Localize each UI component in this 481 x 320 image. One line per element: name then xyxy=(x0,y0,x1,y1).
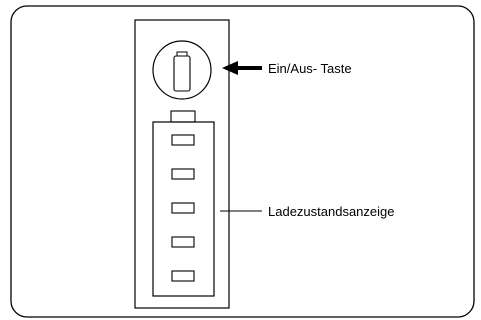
indicator-terminal xyxy=(170,110,196,123)
arrow-left-icon xyxy=(222,61,262,75)
indicator-body xyxy=(152,121,215,297)
battery-icon xyxy=(173,51,191,92)
charge-indicator-label: Ladezustandsanzeige xyxy=(268,204,395,219)
indicator-segment xyxy=(171,168,195,180)
power-button-circle xyxy=(152,40,212,100)
power-button-label: Ein/Aus- Taste xyxy=(268,61,352,76)
indicator-segment xyxy=(171,270,195,282)
indicator-segment xyxy=(171,202,195,214)
power-button xyxy=(152,40,212,100)
outer-frame xyxy=(10,5,475,318)
indicator-segment xyxy=(171,236,195,248)
device-panel xyxy=(134,19,230,309)
indicator-segments xyxy=(171,134,195,282)
indicator-segment xyxy=(171,134,195,146)
